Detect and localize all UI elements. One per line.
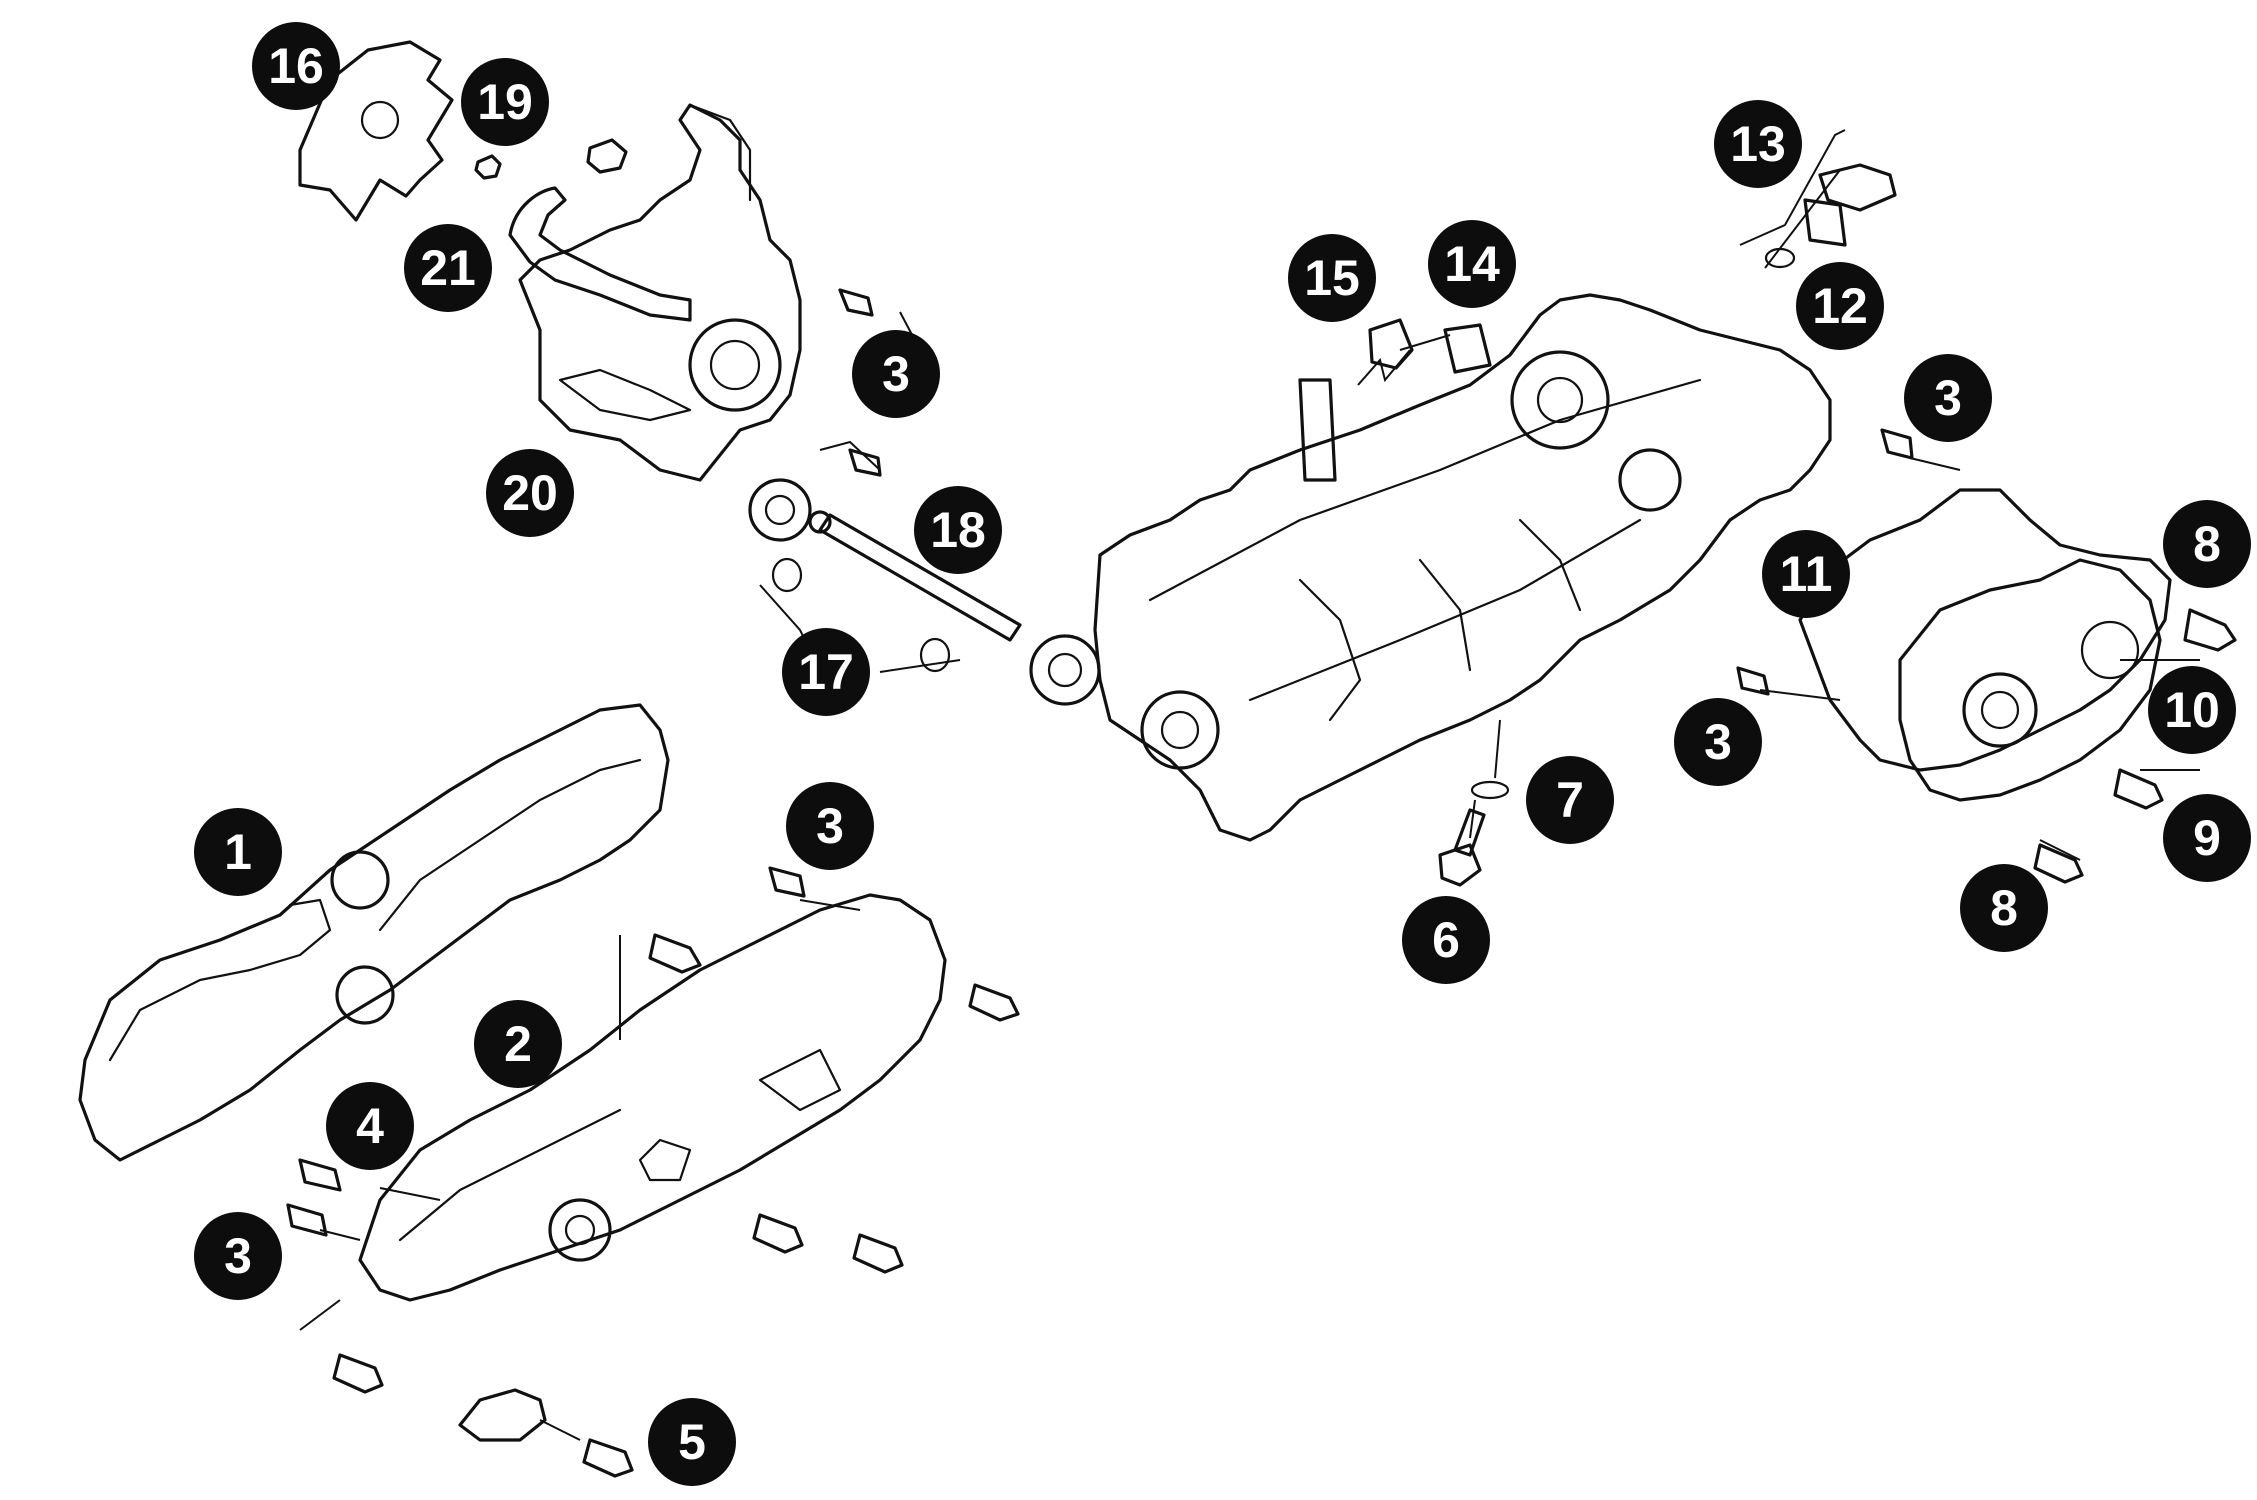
part-21-bracket bbox=[508, 186, 692, 322]
svg-text:6: 6 bbox=[1432, 912, 1460, 968]
callout-21: 21 bbox=[404, 224, 492, 312]
svg-text:19: 19 bbox=[477, 74, 533, 130]
callout-14: 14 bbox=[1428, 220, 1516, 308]
callout-7: 7 bbox=[1526, 756, 1614, 844]
main-crankcase bbox=[1093, 293, 1832, 842]
callout-4: 4 bbox=[326, 1082, 414, 1170]
part-11-gasket bbox=[1798, 488, 2172, 772]
callout-19: 19 bbox=[461, 58, 549, 146]
svg-text:20: 20 bbox=[502, 465, 558, 521]
belt-cover-bolts bbox=[332, 933, 1020, 1478]
svg-text:3: 3 bbox=[816, 798, 844, 854]
part-18-shaft bbox=[748, 478, 1101, 706]
callout-6: 6 bbox=[1402, 896, 1490, 984]
callout-18: 18 bbox=[914, 486, 1002, 574]
svg-text:1: 1 bbox=[224, 824, 252, 880]
callout-3-right-top: 3 bbox=[1904, 354, 1992, 442]
part-12-washer bbox=[1764, 247, 1796, 269]
svg-text:9: 9 bbox=[2193, 810, 2221, 866]
svg-text:8: 8 bbox=[1990, 880, 2018, 936]
part-6-bolt bbox=[1438, 808, 1486, 887]
svg-text:21: 21 bbox=[420, 240, 476, 296]
svg-text:3: 3 bbox=[1704, 714, 1732, 770]
callout-8-bottom: 8 bbox=[1960, 864, 2048, 952]
svg-text:2: 2 bbox=[504, 1016, 532, 1072]
callouts: 16 19 21 3 20 18 17 15 14 13 12 3 8 11 1… bbox=[194, 22, 2251, 1486]
part-20-case-half bbox=[518, 103, 802, 482]
svg-text:13: 13 bbox=[1730, 116, 1786, 172]
callout-3-left-top: 3 bbox=[786, 782, 874, 870]
callout-8-top: 8 bbox=[2163, 500, 2251, 588]
svg-text:10: 10 bbox=[2164, 682, 2220, 738]
part-5-clip bbox=[458, 1388, 547, 1442]
part-10-right-cover bbox=[1898, 558, 2162, 802]
svg-text:4: 4 bbox=[356, 1098, 384, 1154]
svg-text:11: 11 bbox=[1780, 546, 1833, 602]
dowels-upper bbox=[768, 288, 1914, 898]
svg-text:16: 16 bbox=[268, 38, 324, 94]
part-19-screw bbox=[474, 154, 502, 180]
svg-text:14: 14 bbox=[1444, 236, 1500, 292]
right-cover-bolts bbox=[2033, 608, 2237, 884]
part-14-cap bbox=[1443, 323, 1492, 374]
part-7-washer bbox=[1470, 780, 1510, 800]
callout-17: 17 bbox=[782, 628, 870, 716]
callout-2: 2 bbox=[474, 1000, 562, 1088]
svg-text:3: 3 bbox=[1934, 370, 1962, 426]
part-15-sensor bbox=[1298, 318, 1414, 482]
svg-text:3: 3 bbox=[224, 1228, 252, 1284]
part-16-shim bbox=[298, 40, 454, 222]
part-2-belt-cover bbox=[358, 893, 947, 1302]
svg-text:15: 15 bbox=[1304, 250, 1360, 306]
part-drawings bbox=[78, 40, 2237, 1478]
svg-text:7: 7 bbox=[1556, 772, 1584, 828]
svg-text:8: 8 bbox=[2193, 516, 2221, 572]
svg-text:18: 18 bbox=[930, 502, 986, 558]
svg-text:17: 17 bbox=[798, 644, 854, 700]
part-13-plug bbox=[1803, 163, 1897, 247]
part-1-gasket bbox=[78, 703, 670, 1162]
svg-text:12: 12 bbox=[1812, 278, 1868, 334]
callout-15: 15 bbox=[1288, 234, 1376, 322]
callout-5: 5 bbox=[648, 1398, 736, 1486]
callout-16: 16 bbox=[252, 22, 340, 110]
svg-text:5: 5 bbox=[678, 1414, 706, 1470]
callout-3-top: 3 bbox=[852, 330, 940, 418]
callout-10: 10 bbox=[2148, 666, 2236, 754]
callout-3-left-bottom: 3 bbox=[194, 1212, 282, 1300]
callout-11: 11 bbox=[1762, 530, 1850, 618]
leader-lines bbox=[299, 129, 2200, 1441]
svg-text:3: 3 bbox=[882, 346, 910, 402]
callout-1: 1 bbox=[194, 808, 282, 896]
callout-9: 9 bbox=[2163, 794, 2251, 882]
callout-12: 12 bbox=[1796, 262, 1884, 350]
callout-3-right-bottom: 3 bbox=[1674, 698, 1762, 786]
part-4-dowels bbox=[286, 1158, 342, 1237]
callout-20: 20 bbox=[486, 449, 574, 537]
callout-13: 13 bbox=[1714, 100, 1802, 188]
